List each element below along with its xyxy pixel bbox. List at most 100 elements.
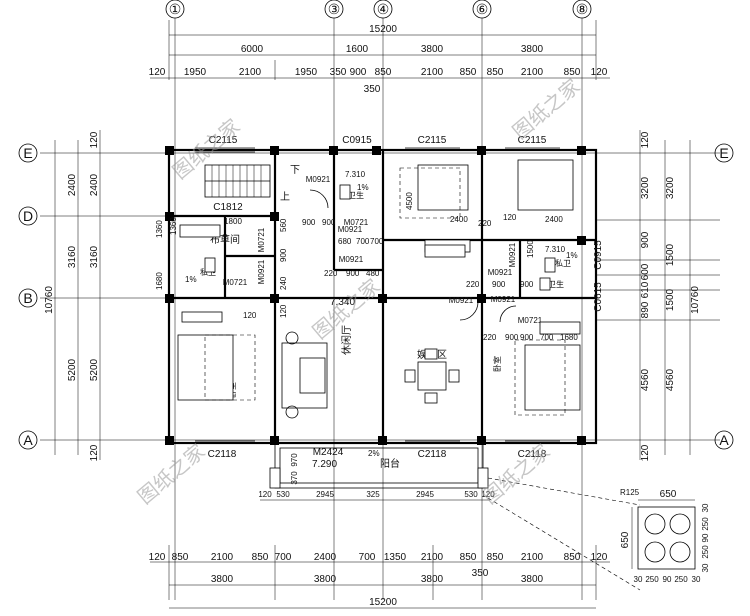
svg-text:3800: 3800 (421, 574, 444, 585)
svg-text:2400: 2400 (545, 215, 563, 224)
svg-text:890: 890 (640, 301, 651, 318)
svg-text:850: 850 (460, 67, 477, 78)
svg-text:850: 850 (487, 552, 504, 563)
svg-text:700: 700 (359, 552, 376, 563)
svg-text:C2118: C2118 (208, 449, 237, 460)
svg-text:90: 90 (701, 533, 710, 542)
svg-text:图纸之家: 图纸之家 (478, 439, 555, 509)
svg-text:120: 120 (591, 67, 608, 78)
svg-text:5200: 5200 (67, 358, 78, 381)
right-dimensions: 10760 3200 1500 1500 4560 120 3200 900 6… (639, 130, 701, 461)
svg-text:2100: 2100 (421, 552, 444, 563)
grid-lines (40, 18, 720, 600)
svg-text:2100: 2100 (239, 67, 262, 78)
svg-text:M0921: M0921 (508, 242, 517, 267)
svg-text:120: 120 (640, 444, 651, 461)
svg-text:2400: 2400 (67, 173, 78, 196)
svg-text:A: A (719, 432, 729, 448)
svg-text:1%: 1% (566, 251, 578, 260)
svg-text:530: 530 (276, 490, 290, 499)
svg-text:900: 900 (520, 280, 534, 289)
svg-text:R125: R125 (620, 488, 640, 497)
svg-text:850: 850 (252, 552, 269, 563)
svg-text:900: 900 (505, 333, 519, 342)
axis-bubble-E-right: E (714, 143, 734, 163)
svg-text:30: 30 (701, 503, 710, 512)
svg-text:3800: 3800 (521, 44, 544, 55)
svg-text:2%: 2% (368, 449, 380, 458)
svg-text:B: B (23, 290, 32, 306)
svg-text:上: 上 (280, 191, 290, 203)
svg-text:3800: 3800 (521, 574, 544, 585)
svg-text:120: 120 (640, 131, 651, 148)
svg-text:680: 680 (338, 237, 352, 246)
svg-text:7.310: 7.310 (345, 170, 366, 179)
svg-text:私卫: 私卫 (200, 268, 216, 277)
svg-text:900: 900 (520, 333, 534, 342)
svg-text:30: 30 (692, 575, 701, 584)
svg-text:1500: 1500 (665, 243, 676, 266)
svg-text:900: 900 (492, 280, 506, 289)
svg-text:850: 850 (564, 552, 581, 563)
svg-text:C0915: C0915 (593, 240, 604, 270)
svg-text:M0721: M0721 (518, 316, 543, 325)
svg-text:③: ③ (328, 1, 341, 17)
svg-text:M0721: M0721 (344, 218, 369, 227)
svg-text:850: 850 (172, 552, 189, 563)
svg-text:700: 700 (370, 237, 384, 246)
svg-text:2100: 2100 (521, 67, 544, 78)
svg-text:2100: 2100 (521, 552, 544, 563)
svg-text:900: 900 (350, 67, 367, 78)
svg-text:C0915: C0915 (342, 135, 372, 146)
svg-text:250: 250 (645, 575, 659, 584)
svg-text:1800: 1800 (224, 217, 242, 226)
svg-text:7.310: 7.310 (545, 245, 566, 254)
elevations: 7.310 7.310 7.340 7.290 1% 1% 1% 2% (185, 170, 578, 470)
svg-text:2945: 2945 (316, 490, 334, 499)
door-labels: M0921 M0921 M0921 M0921 M0921 M0921 M092… (223, 175, 543, 458)
bottom-dimensions: 120 850 2100 850 700 2400 700 1350 2100 … (149, 552, 610, 609)
svg-text:120: 120 (243, 311, 257, 320)
svg-text:3800: 3800 (211, 574, 234, 585)
interior-dims: 1800 900 2400 900 700 680 700 220 900 48… (155, 192, 578, 342)
svg-text:120: 120 (149, 67, 166, 78)
axis-bubble-6: ⑥ (472, 0, 492, 19)
svg-text:560: 560 (279, 218, 288, 232)
svg-text:120: 120 (89, 131, 100, 148)
svg-text:7.340: 7.340 (330, 297, 355, 308)
svg-text:M2424: M2424 (313, 447, 344, 458)
svg-text:3160: 3160 (89, 245, 100, 268)
svg-text:370: 370 (290, 471, 299, 485)
svg-text:1%: 1% (185, 275, 197, 284)
svg-text:30: 30 (634, 575, 643, 584)
columns (165, 146, 586, 445)
svg-text:1950: 1950 (184, 67, 207, 78)
svg-text:1360: 1360 (169, 217, 178, 235)
stairs: 下 上 (204, 164, 300, 203)
svg-text:970: 970 (290, 453, 299, 467)
svg-text:90: 90 (663, 575, 672, 584)
axis-bubble-D-left: D (18, 206, 38, 226)
svg-text:610: 610 (640, 281, 651, 298)
svg-text:350: 350 (472, 568, 489, 579)
svg-text:2400: 2400 (450, 215, 468, 224)
svg-text:120: 120 (591, 552, 608, 563)
furniture (177, 159, 581, 419)
top-dimensions: 15200 6000 1600 3800 3800 120 1950 2100 … (149, 24, 610, 95)
svg-text:C1812: C1812 (213, 202, 243, 213)
svg-text:图纸之家: 图纸之家 (133, 439, 210, 509)
svg-text:700: 700 (540, 333, 554, 342)
svg-text:15200: 15200 (369, 24, 397, 35)
svg-text:900: 900 (640, 231, 651, 248)
left-dimensions: 10760 2400 3160 5200 120 2400 3160 5200 … (44, 130, 101, 461)
svg-text:M0921: M0921 (339, 255, 364, 264)
svg-text:250: 250 (701, 517, 710, 531)
axis-bubble-E-left: E (18, 143, 38, 163)
svg-text:2100: 2100 (421, 67, 444, 78)
svg-text:M0921: M0921 (338, 225, 363, 234)
svg-text:⑥: ⑥ (476, 1, 489, 17)
svg-text:5200: 5200 (89, 358, 100, 381)
svg-text:10760: 10760 (690, 286, 701, 314)
svg-text:850: 850 (564, 67, 581, 78)
